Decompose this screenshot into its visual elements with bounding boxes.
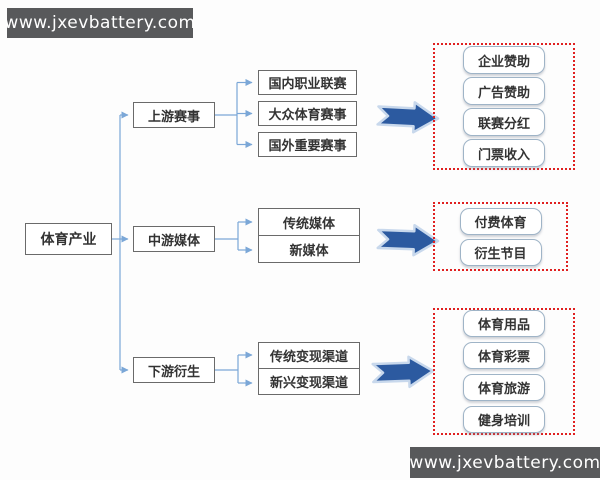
node-domestic-pro-leagues: 国内职业联赛 — [258, 70, 357, 95]
outcome-fitness-training: 健身培训 — [463, 406, 545, 433]
watermark-banner-bottom: www.jxevbattery.com — [409, 447, 600, 478]
node-midstream-media: 中游媒体 — [133, 226, 215, 252]
outcome-group-upstream: 企业赞助 广告赞助 联赛分红 门票收入 — [433, 43, 575, 170]
outcome-group-downstream: 体育用品 体育彩票 体育旅游 健身培训 — [433, 308, 575, 435]
node-mass-sports-events: 大众体育赛事 — [258, 101, 357, 126]
block-arrow-right-icon — [376, 101, 440, 134]
outcome-advertising-sponsorship: 广告赞助 — [463, 77, 545, 105]
outcome-league-dividends: 联赛分红 — [463, 108, 545, 136]
node-traditional-media: 传统媒体 — [258, 208, 360, 236]
block-arrow-right-icon — [371, 355, 435, 389]
node-new-media: 新媒体 — [258, 235, 360, 263]
outcome-sporting-goods: 体育用品 — [463, 310, 545, 337]
node-sports-industry: 体育产业 — [25, 223, 112, 255]
outcome-derivative-programs: 衍生节目 — [459, 238, 542, 266]
outcome-ticket-revenue: 门票收入 — [463, 139, 545, 167]
block-arrow-right-icon — [376, 223, 440, 257]
node-upstream-events: 上游赛事 — [133, 102, 215, 128]
watermark-url-bottom: www.jxevbattery.com — [409, 452, 600, 473]
node-traditional-monetization-channels: 传统变现渠道 — [258, 342, 360, 369]
outcome-sports-tourism: 体育旅游 — [463, 374, 545, 401]
node-foreign-major-events: 国外重要赛事 — [258, 132, 357, 157]
node-downstream-derivatives: 下游衍生 — [133, 357, 215, 383]
outcome-paid-sports: 付费体育 — [459, 207, 542, 235]
node-emerging-monetization-channels: 新兴变现渠道 — [258, 368, 360, 395]
outcome-corporate-sponsorship: 企业赞助 — [463, 46, 545, 74]
outcome-sports-lottery: 体育彩票 — [463, 342, 545, 369]
watermark-banner-top: www.jxevbattery.com — [4, 8, 196, 38]
outcome-group-midstream: 付费体育 衍生节目 — [433, 202, 568, 271]
watermark-url-top: www.jxevbattery.com — [4, 13, 196, 33]
